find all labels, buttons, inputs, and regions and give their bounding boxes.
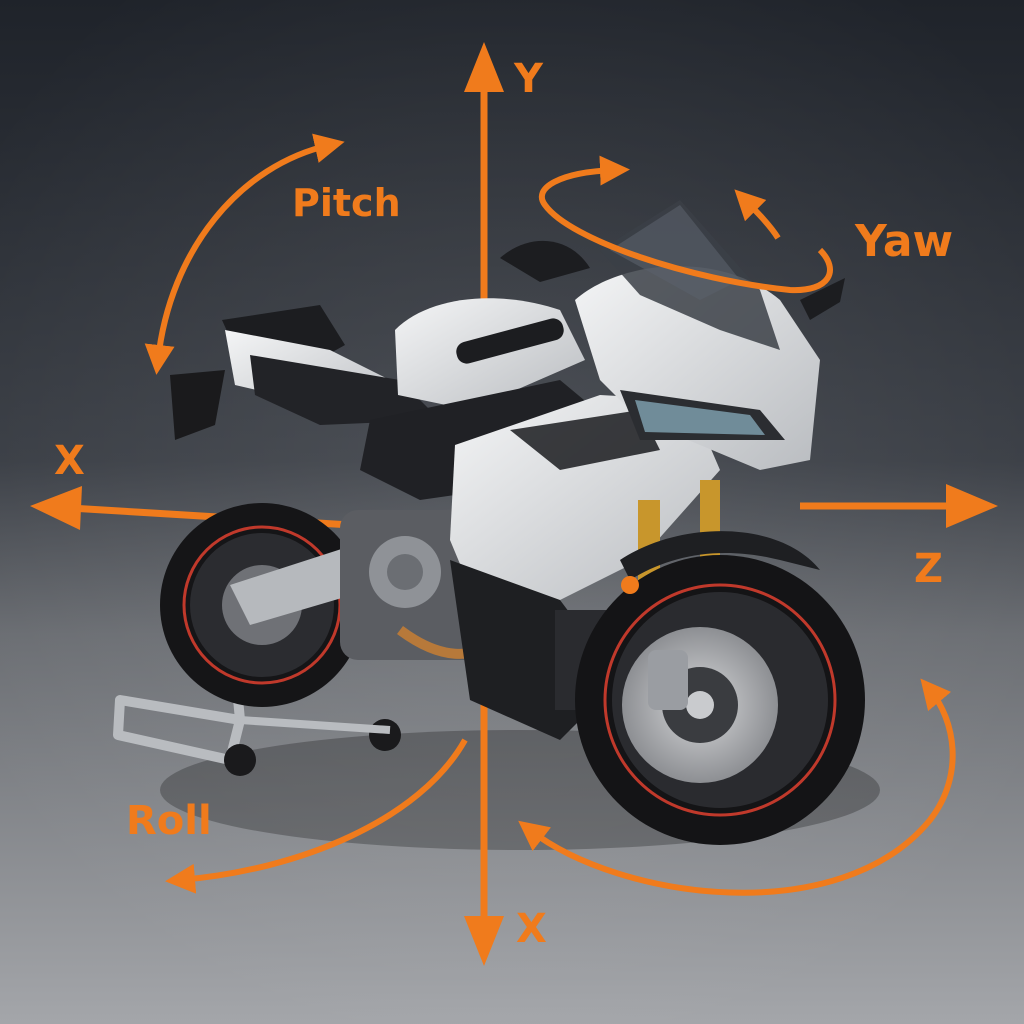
yaw-rotation-arrow-back: [538, 155, 833, 294]
roll-label: Roll: [126, 798, 212, 844]
yaw-label: Yaw: [854, 216, 953, 267]
roll-rotation-arrow-left: [165, 738, 468, 894]
z-axis-arrowhead: [946, 484, 998, 528]
x-axis-left-label: X: [54, 438, 85, 484]
z-axis-label: Z: [914, 546, 943, 592]
pitch-rotation-arrow: [144, 133, 345, 375]
yaw-rotation-arrow-front: [734, 189, 781, 240]
x-axis-left-arrowhead: [30, 486, 82, 530]
y-axis-arrowhead: [464, 42, 504, 92]
x-axis-bottom-label: X: [516, 906, 547, 952]
roll-rotation-arrow-right: [518, 678, 956, 896]
y-axis-label: Y: [513, 56, 544, 102]
pitch-label: Pitch: [292, 181, 401, 225]
x-axis-bottom-arrowhead: [464, 916, 504, 966]
